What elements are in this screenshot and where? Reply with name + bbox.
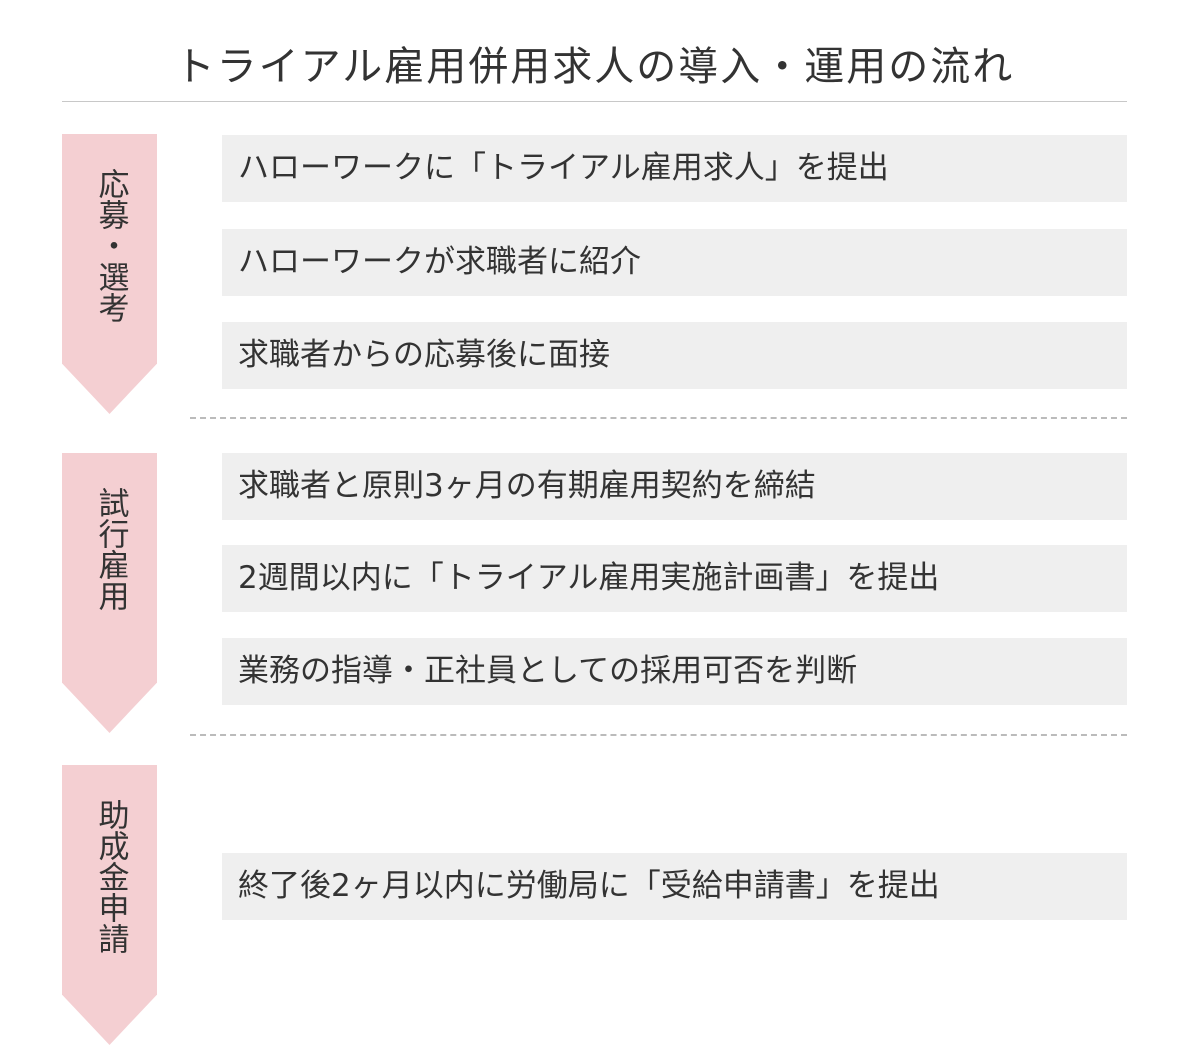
step-box: 2週間以内に「トライアル雇用実施計画書」を提出 [222,545,1127,612]
phase-arrow-trial: 試行雇用 [62,453,157,733]
step-box: ハローワークが求職者に紹介 [222,229,1127,296]
phase-label: 試行雇用 [92,487,129,611]
step-box: ハローワークに「トライアル雇用求人」を提出 [222,135,1127,202]
phase-label: 助成金申請 [92,799,129,954]
phase-label: 応募・選考 [92,168,129,323]
title-underline [62,101,1127,102]
diagram-title: トライアル雇用併用求人の導入・運用の流れ [174,44,1015,90]
step-box: 求職者と原則3ヶ月の有期雇用契約を締結 [222,453,1127,520]
phase-arrow-subsidy: 助成金申請 [62,765,157,1045]
phase-divider [190,734,1127,736]
step-box: 業務の指導・正社員としての採用可否を判断 [222,638,1127,705]
phase-arrow-application: 応募・選考 [62,134,157,414]
step-box: 終了後2ヶ月以内に労働局に「受給申請書」を提出 [222,853,1127,920]
step-box: 求職者からの応募後に面接 [222,322,1127,389]
phase-divider [190,417,1127,419]
